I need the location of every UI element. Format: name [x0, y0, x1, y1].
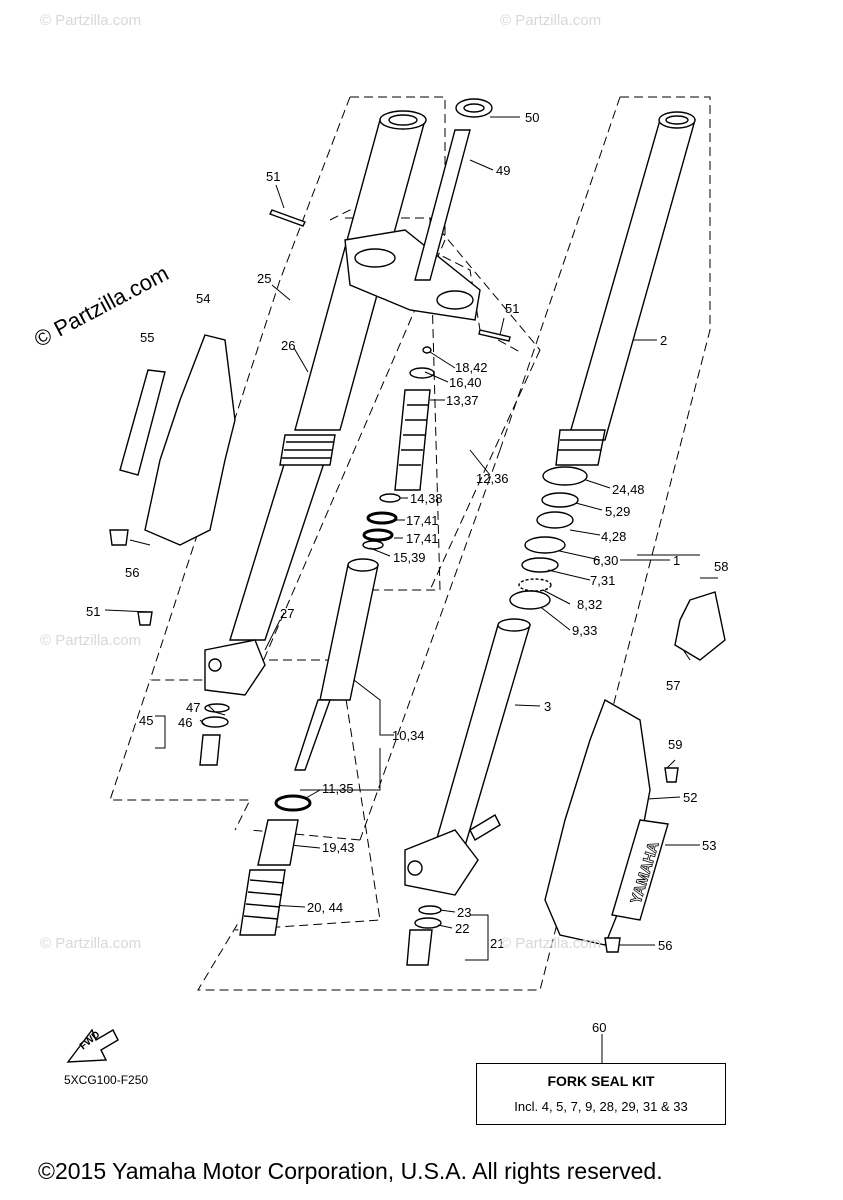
- callout-13-37: 13,37: [446, 393, 479, 408]
- leader-lines: [104, 116, 718, 1063]
- fwd-arrow-icon: FWD: [66, 1028, 119, 1063]
- callouts: 50 49 51 51 25 54 55 26 2 18,42 16,40 13…: [86, 110, 728, 953]
- callout-45: 45: [139, 713, 153, 728]
- callout-12-36: 12,36: [476, 471, 509, 486]
- callout-49: 49: [496, 163, 510, 178]
- partzilla-watermark-faint: © Partzilla.com: [500, 935, 602, 952]
- callout-18-42: 18,42: [455, 360, 488, 375]
- callout-1: 1: [673, 553, 680, 568]
- kit-includes: Incl. 4, 5, 7, 9, 28, 29, 31 & 33: [514, 1099, 688, 1114]
- partzilla-watermark-faint: © Partzilla.com: [500, 12, 602, 29]
- callout-7-31: 7,31: [590, 573, 615, 588]
- callout-11-35: 11,35: [322, 781, 354, 796]
- callout-46: 46: [178, 715, 192, 730]
- kit-callout-number: 60: [592, 1020, 607, 1035]
- callout-2: 2: [660, 333, 667, 348]
- callout-8-32: 8,32: [577, 597, 602, 612]
- partzilla-watermark-faint: © Partzilla.com: [40, 935, 142, 952]
- fork-seal-kit-box: FORK SEAL KIT Incl. 4, 5, 7, 9, 28, 29, …: [476, 1063, 726, 1125]
- callout-55: 55: [140, 330, 154, 345]
- group-outlines: [109, 96, 711, 991]
- callout-56: 56: [125, 565, 139, 580]
- callout-53: 53: [702, 838, 716, 853]
- callout-54: 54: [196, 291, 210, 306]
- callout-51: 51: [86, 604, 100, 619]
- callout-4-28: 4,28: [601, 529, 626, 544]
- fork-parts: [109, 98, 726, 966]
- callout-17-41: 17,41: [406, 531, 439, 546]
- callout-21: 21: [490, 936, 504, 951]
- partzilla-watermark-faint: © Partzilla.com: [40, 632, 142, 649]
- callout-51: 51: [505, 301, 519, 316]
- callout-27: 27: [280, 606, 294, 621]
- callout-22: 22: [455, 921, 469, 936]
- callout-20-44: 20, 44: [307, 900, 343, 915]
- callout-56: 56: [658, 938, 672, 953]
- callout-19-43: 19,43: [322, 840, 355, 855]
- callout-14-38: 14,38: [410, 491, 443, 506]
- callout-57: 57: [666, 678, 680, 693]
- callout-17-41: 17,41: [406, 513, 439, 528]
- callout-23: 23: [457, 905, 471, 920]
- callout-5-29: 5,29: [605, 504, 630, 519]
- callout-15-39: 15,39: [393, 550, 426, 565]
- callout-16-40: 16,40: [449, 375, 482, 390]
- callout-10-34: 10,34: [392, 728, 425, 743]
- catalog-code: 5XCG100-F250: [64, 1073, 149, 1087]
- callout-3: 3: [544, 699, 551, 714]
- callout-51: 51: [266, 169, 280, 184]
- callout-24-48: 24,48: [612, 482, 645, 497]
- partzilla-watermark-faint: © Partzilla.com: [40, 12, 142, 29]
- callout-58: 58: [714, 559, 728, 574]
- callout-50: 50: [525, 110, 539, 125]
- callout-47: 47: [186, 700, 200, 715]
- kit-title: FORK SEAL KIT: [547, 1073, 655, 1089]
- callout-25: 25: [257, 271, 271, 286]
- copyright-notice: ©2015 Yamaha Motor Corporation, U.S.A. A…: [38, 1158, 663, 1184]
- callout-9-33: 9,33: [572, 623, 597, 638]
- callout-52: 52: [683, 790, 697, 805]
- callout-6-30: 6,30: [593, 553, 618, 568]
- callout-59: 59: [668, 737, 682, 752]
- callout-26: 26: [281, 338, 295, 353]
